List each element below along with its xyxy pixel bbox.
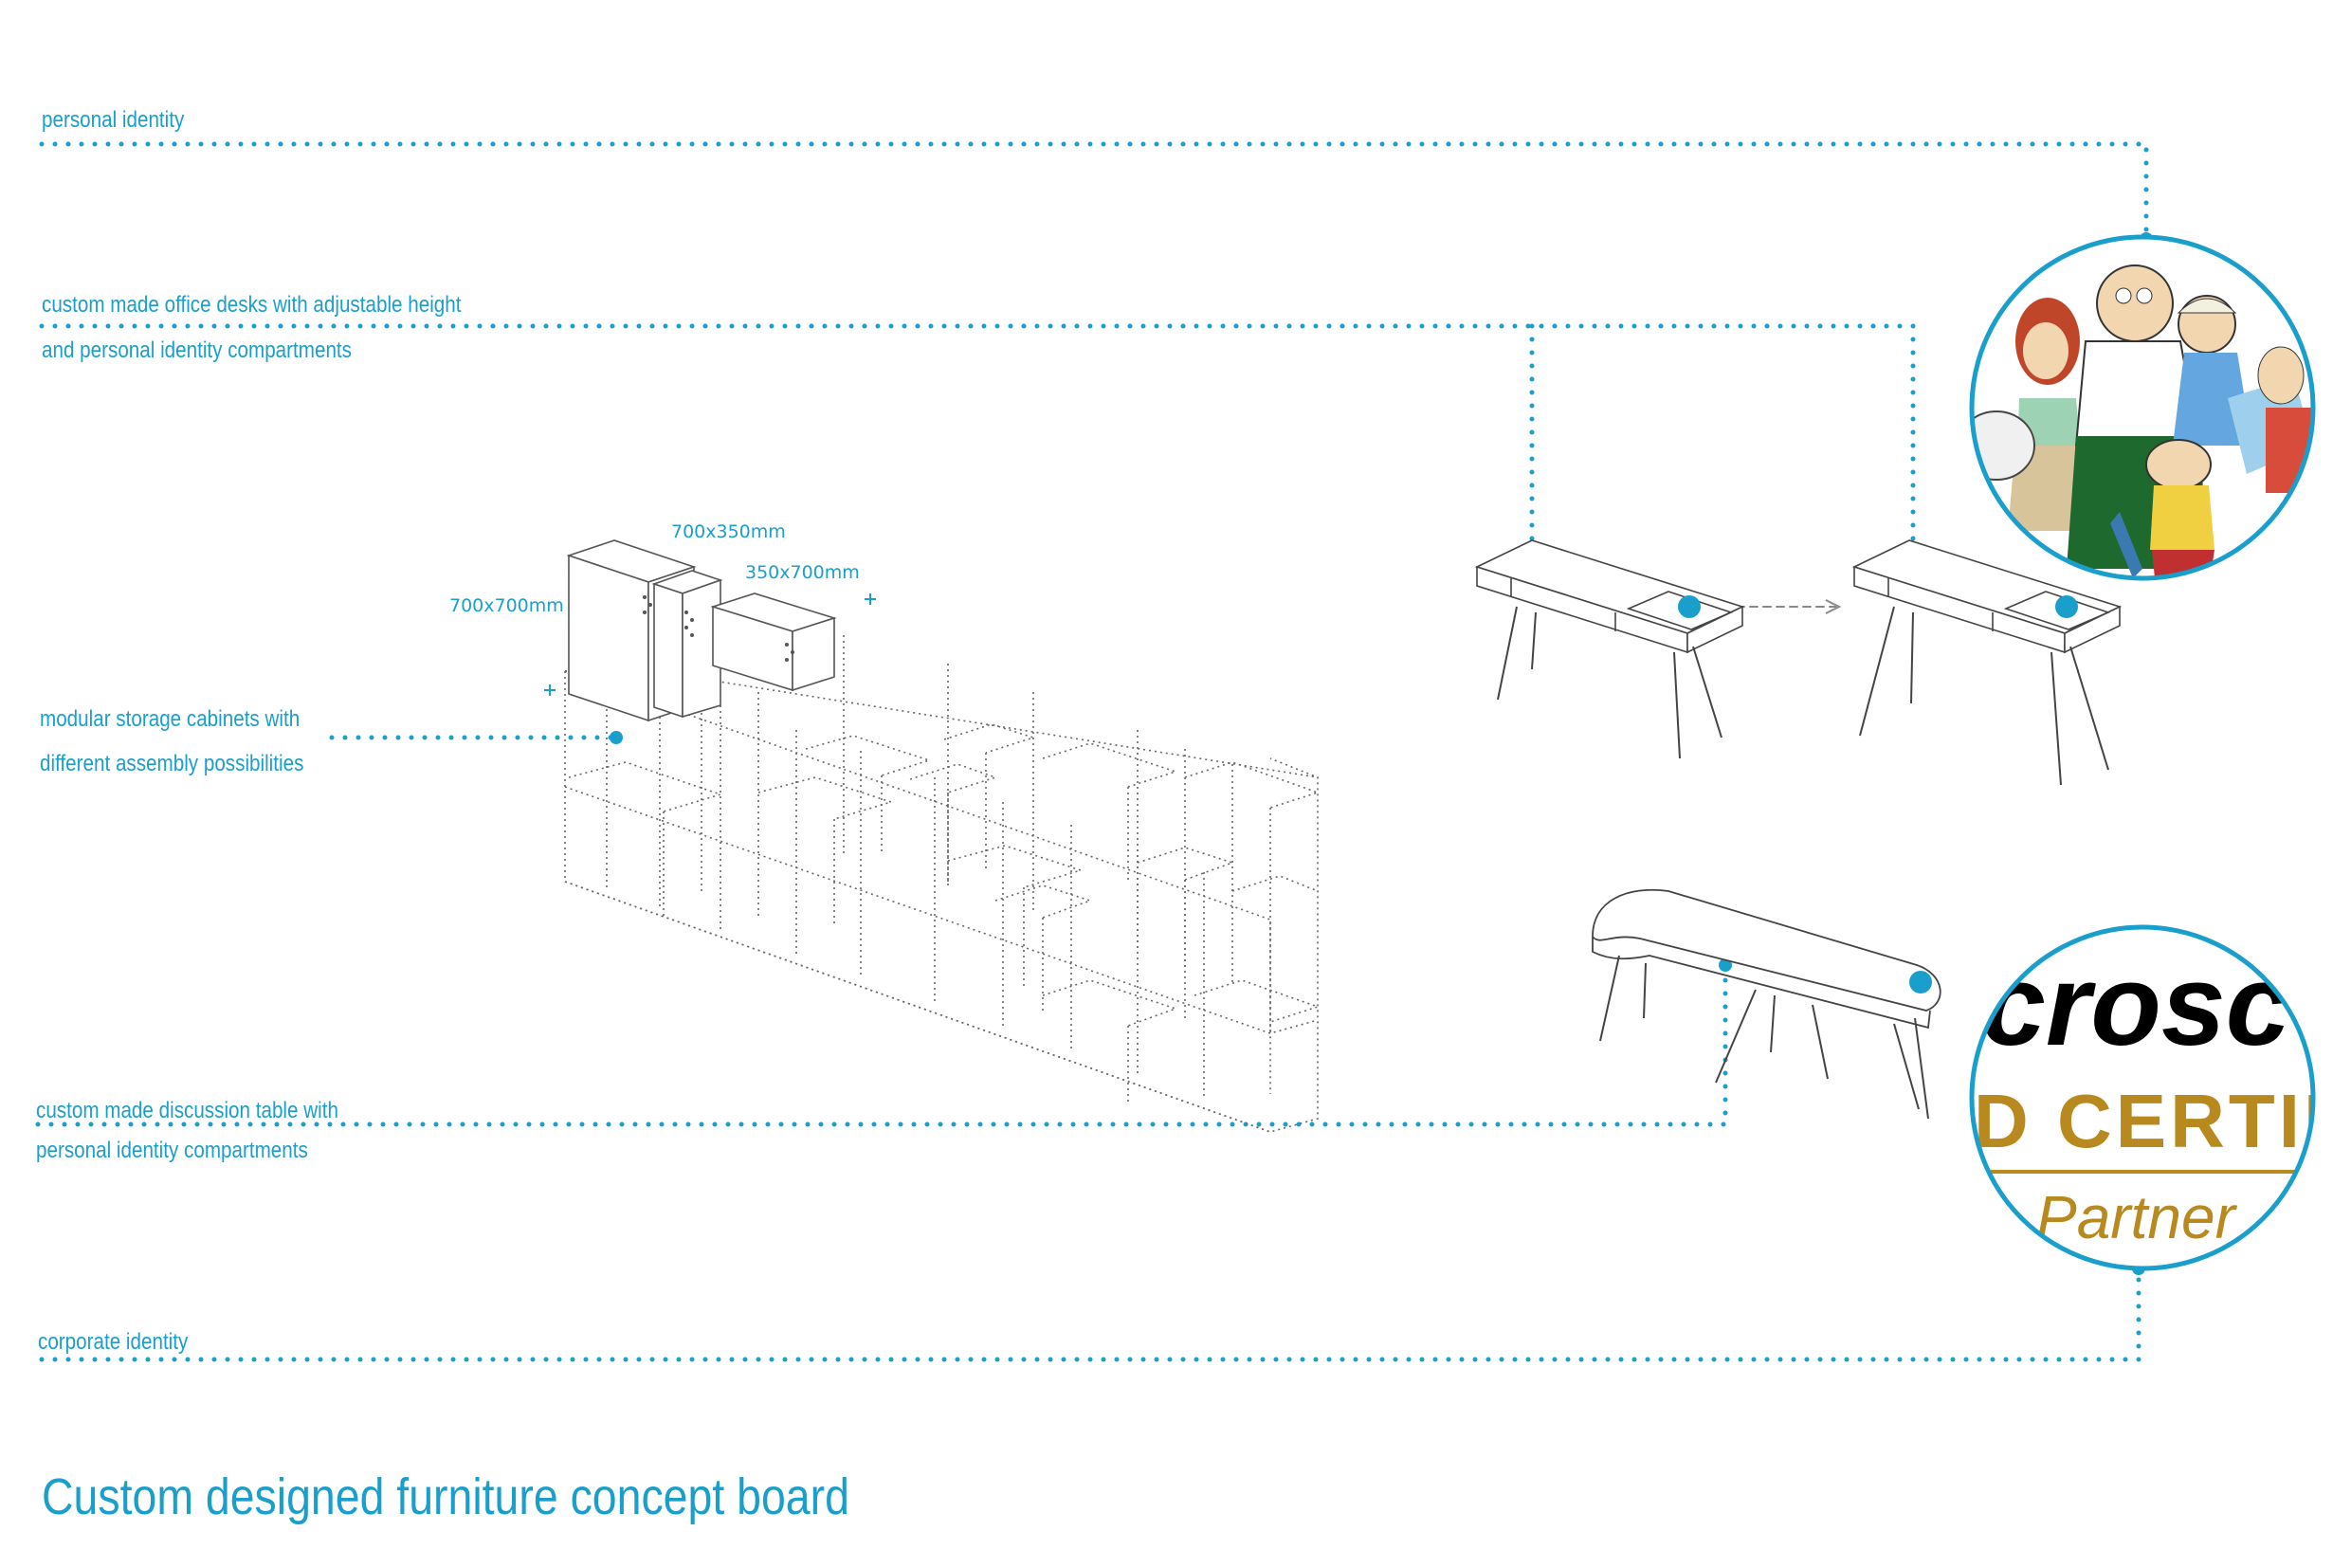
dimension-left: 700x700mm xyxy=(449,595,564,616)
cabinet-narrow-side xyxy=(682,578,721,719)
storage-cabinets-solid xyxy=(566,539,837,722)
label-corporate-identity: corporate identity xyxy=(38,1329,189,1355)
dot-storage xyxy=(610,731,623,744)
cabinet-700x700-front xyxy=(568,554,649,722)
connector-lines xyxy=(35,141,2149,1362)
corporate-identity-logo: crosc D CERTIF Partner xyxy=(1972,927,2351,1268)
dot-discussion-table xyxy=(1719,958,1732,972)
plus-icon xyxy=(544,684,556,696)
cabinet-detail-marks xyxy=(643,595,794,662)
desk-arrow-head-icon xyxy=(1825,599,1842,614)
label-discussion-line1: custom made discussion table with xyxy=(36,1098,338,1123)
storage-cabinets-wireframe xyxy=(564,635,1321,1133)
board-title: Custom designed furniture concept board xyxy=(42,1468,849,1525)
connector-personal-identity xyxy=(39,141,2149,242)
label-office-desks-line1: custom made office desks with adjustable… xyxy=(42,292,462,318)
cabinet-narrow-front xyxy=(653,582,683,719)
plus-markers xyxy=(544,593,876,696)
logo-certified: D CERTIF xyxy=(1974,1079,2351,1163)
office-desk-1 xyxy=(1474,539,1745,759)
personal-identity-image xyxy=(1972,237,2313,578)
connector-corporate-identity xyxy=(39,1266,2141,1362)
label-office-desks-line2: and personal identity compartments xyxy=(42,337,352,363)
label-personal-identity: personal identity xyxy=(42,107,185,133)
label-storage-line1: modular storage cabinets with xyxy=(40,706,301,732)
label-storage-line2: different assembly possibilities xyxy=(40,751,304,776)
corporate-identity-circle-frame xyxy=(1969,924,2316,1271)
connector-discussion-table xyxy=(35,960,1728,1127)
cabinet-350x700-side xyxy=(792,616,835,692)
logo-partner: Partner xyxy=(2036,1183,2238,1251)
label-discussion-line2: personal identity compartments xyxy=(36,1138,308,1163)
dimension-top: 700x350mm xyxy=(671,521,786,542)
desk-1-compartment-dot xyxy=(1678,595,1701,618)
dimension-middle: 350x700mm xyxy=(745,562,860,583)
desk-2-compartment-dot xyxy=(2055,595,2078,618)
discussion-table-compartment-dot xyxy=(1909,971,1932,994)
discussion-table xyxy=(1592,888,1941,1120)
personal-identity-circle-frame xyxy=(1969,234,2316,581)
plus-icon xyxy=(865,593,876,605)
office-desk-2 xyxy=(1851,539,2123,786)
